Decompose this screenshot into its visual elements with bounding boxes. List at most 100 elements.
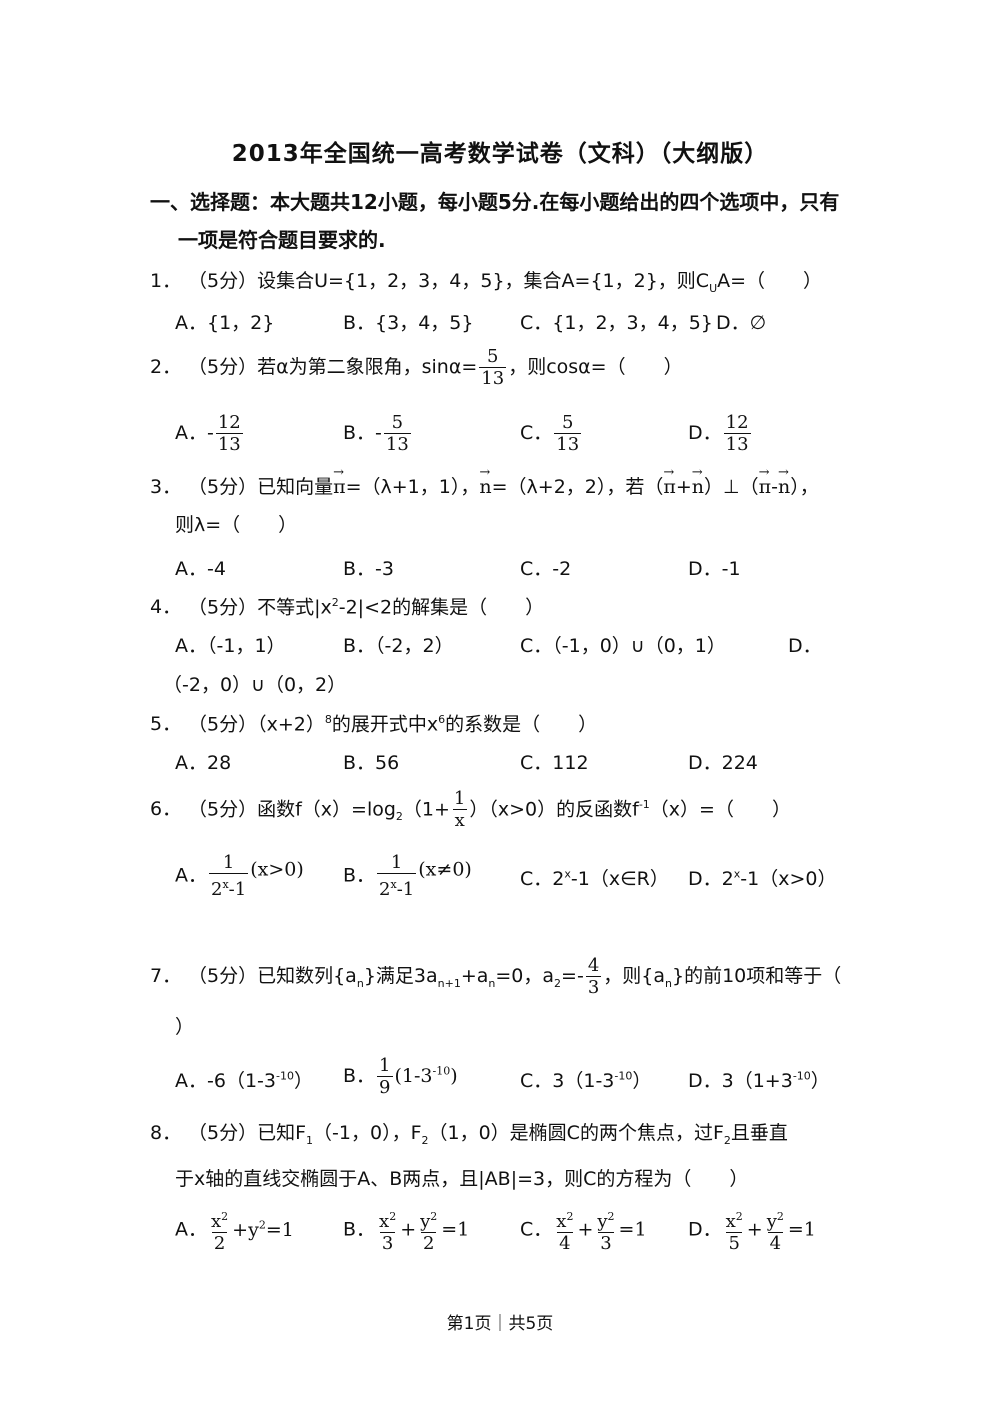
q6-b-den-base: 2: [379, 879, 391, 900]
q7-option-c: C．3（1-3-10）: [520, 1066, 651, 1093]
q7-text3: +a: [460, 965, 489, 987]
q5-sup2: 6: [438, 713, 446, 726]
q3-option-c: C．-2: [520, 558, 572, 580]
q7-sub4: 2: [554, 976, 562, 990]
q5-number: 5．: [150, 713, 182, 736]
q6-b-num: 1: [390, 852, 403, 873]
q4-text: （5分）不等式|x: [188, 596, 332, 619]
q7-frac-den: 3: [585, 976, 602, 998]
q6-a-den-tail: -1: [228, 879, 247, 900]
q1-option-a: A．{1，2}: [175, 312, 275, 334]
question-4: 4．（5分）不等式|x2-2|<2的解集是（ ）: [150, 584, 870, 626]
q2-number: 2．: [150, 356, 182, 378]
q7-text4: =0，a: [495, 965, 555, 987]
q6-option-c: C．2x-1（x∈R）: [520, 864, 669, 891]
q2-c-num: 5: [562, 412, 574, 433]
q6-a-label: A．: [175, 864, 207, 887]
q8-c-a2: 4: [557, 1232, 573, 1254]
q2-b-sign: -: [375, 422, 382, 444]
section-heading: 一、选择题：本大题共12小题，每小题5分.在每小题给出的四个选项中，只有 一项是…: [150, 183, 870, 259]
q2-d-den: 13: [723, 433, 751, 455]
q1-option-c: C．{1，2，3，4，5}: [520, 312, 713, 334]
q6-c-a: C．2: [520, 868, 565, 890]
q7-option-a: A．-6（1-3-10）: [175, 1066, 313, 1093]
q2-frac-den: 13: [479, 367, 507, 389]
q6-d-a: D．2: [688, 868, 734, 890]
q3-number: 3．: [150, 476, 182, 498]
q8-b-a2: 3: [379, 1232, 396, 1254]
q7-text: （5分）已知数列{a: [188, 965, 357, 987]
q4-option-d-content: （-2，0）∪（0，2）: [163, 674, 347, 696]
q8-a-a2: 2: [211, 1232, 228, 1254]
q7-a-sup: -10: [275, 1069, 294, 1083]
q3-option-a: A．-4: [175, 558, 226, 580]
q8-b-y2: y2: [420, 1210, 438, 1232]
q3-vector-m: π: [333, 454, 346, 506]
q5-option-a: A．28: [175, 752, 232, 774]
q8-text2: （-1，0），F: [313, 1122, 422, 1144]
q6-number: 6．: [150, 798, 182, 821]
q2-c-label: C．: [520, 422, 553, 444]
q6-c-sup: x: [564, 867, 571, 881]
q6-b-den-sup: x: [390, 878, 397, 891]
q8-b-b2: 2: [420, 1232, 437, 1254]
q3-text-d: +: [675, 476, 692, 498]
q7-a-b: ）: [293, 1070, 313, 1092]
q7-sub5: n: [665, 976, 672, 990]
q6-b-den: 2x-1: [377, 873, 417, 900]
q7-text6: ，则{a: [603, 965, 666, 987]
q8-c-x2: x2: [556, 1210, 574, 1232]
q2-a-label: A．: [175, 422, 207, 444]
q7-b-b: ): [450, 1065, 458, 1087]
q2-b-label: B．: [343, 422, 376, 444]
page-footer: 第1页｜共5页: [446, 1314, 554, 1334]
q6-d-b: -1（x>0）: [740, 868, 837, 890]
q3-option-d: D．-1: [688, 558, 741, 580]
q3-text-g: ），: [790, 476, 819, 498]
q7-sub2: n+1: [437, 976, 461, 990]
q7-d-sup: -10: [792, 1069, 811, 1083]
q8-b-plus: +: [400, 1218, 417, 1241]
q4-text2: -2|<2的解集是（ ）: [338, 596, 545, 619]
q7-d-a: D．3（1+3: [688, 1070, 793, 1092]
q2-b-num: 5: [391, 412, 404, 433]
q8-d-a2: 5: [726, 1232, 742, 1254]
q7-c-a: C．3（1-3: [520, 1070, 615, 1092]
q8-text4: 且垂直: [730, 1122, 788, 1144]
q3-vector-n3: n: [778, 454, 790, 506]
q6-text3: ）（x>0）的反函数f: [469, 798, 639, 821]
q8-c-label: C．: [520, 1218, 553, 1241]
q6-b-den-tail: -1: [396, 879, 415, 900]
q6-a-den-base: 2: [211, 879, 223, 900]
q7-b-den: 9: [377, 1076, 393, 1098]
q5-sup: 8: [324, 713, 332, 726]
q2-a-den: 13: [215, 433, 243, 455]
q8-c-b2: 3: [598, 1232, 614, 1254]
q6-sub: 2: [395, 810, 403, 824]
q5-text3: 的系数是（ ）: [445, 713, 598, 736]
paper-title: 2013年全国统一高考数学试卷（文科）（大纲版）: [231, 141, 769, 167]
q8-b-eq: =1: [441, 1218, 470, 1241]
q2-d-label: D．: [688, 422, 722, 444]
q7-c-b: ）: [632, 1070, 652, 1092]
q6-c-b: -1（x∈R）: [570, 868, 669, 890]
q3-option-b: B．-3: [343, 558, 394, 580]
q8-d-label: D．: [688, 1218, 722, 1241]
q2-d-num: 12: [725, 412, 749, 433]
q1-text: （5分）设集合U={1，2，3，4，5}，集合A={1，2}，则C: [188, 270, 710, 292]
question-5: 5．（5分）（x+2）8的展开式中x6的系数是（ ）: [150, 701, 870, 743]
